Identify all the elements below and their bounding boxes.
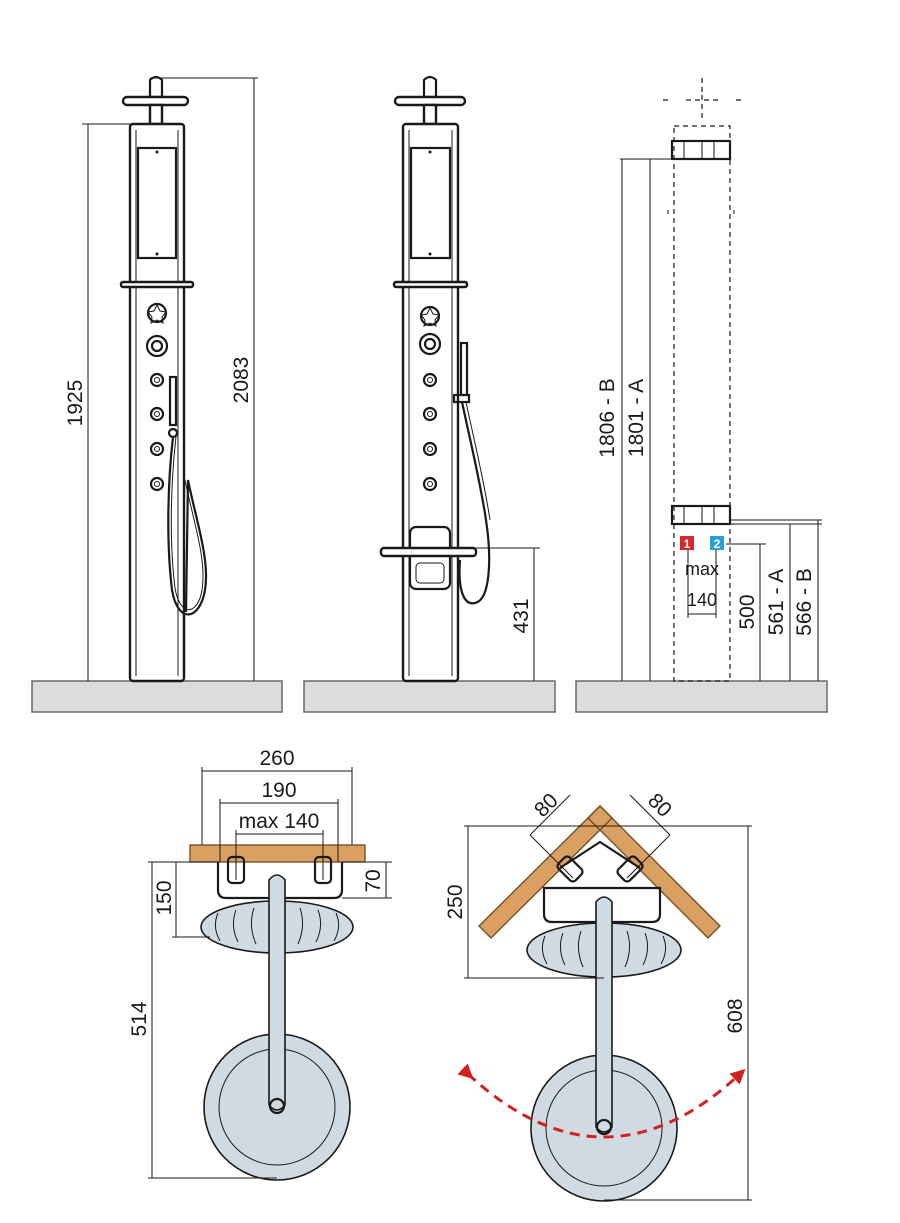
floor-connection-view [575, 680, 828, 713]
dim-wall-190: 190 [261, 779, 296, 802]
dim-lower-a: 561 - A [765, 569, 788, 636]
dim-wall-514: 514 [128, 1001, 151, 1036]
cold-water-badge-label: 2 [714, 537, 721, 551]
dim-corner-250: 250 [444, 884, 467, 919]
dim-wall-150: 150 [153, 880, 176, 915]
floor-side-view [303, 680, 556, 713]
side-dimensions [476, 547, 540, 681]
dim-corner-608: 608 [724, 998, 747, 1033]
plan-corner-view [457, 794, 752, 1202]
dim-front-total-height: 2083 [230, 357, 253, 404]
dim-wall-260: 260 [259, 747, 294, 770]
hot-water-badge-label: 1 [684, 537, 691, 551]
side-view-column [379, 75, 491, 683]
dim-upper-b: 1806 - B [596, 378, 619, 457]
floor-front-view [31, 680, 283, 713]
connection-view [620, 78, 822, 682]
dim-corner-80-right: 80 [643, 789, 676, 822]
dim-wall-70: 70 [362, 869, 385, 892]
dim-wall-max140: max 140 [239, 810, 320, 833]
cold-water-badge [710, 536, 724, 550]
hot-water-badge [680, 536, 694, 550]
front-view-column [119, 75, 208, 683]
dim-shelf-height: 431 [510, 598, 533, 633]
dim-inlet-height: 500 [736, 594, 759, 629]
dim-front-panel-height: 1925 [64, 380, 87, 427]
plan-wall-view [148, 767, 392, 1181]
dim-lower-b: 566 - B [793, 568, 816, 636]
dim-max-label: max [685, 559, 719, 579]
front-dimensions [82, 77, 258, 681]
dim-max-value: 140 [687, 590, 717, 610]
dim-upper-a: 1801 - A [625, 379, 648, 457]
dim-corner-80-left: 80 [530, 789, 563, 822]
